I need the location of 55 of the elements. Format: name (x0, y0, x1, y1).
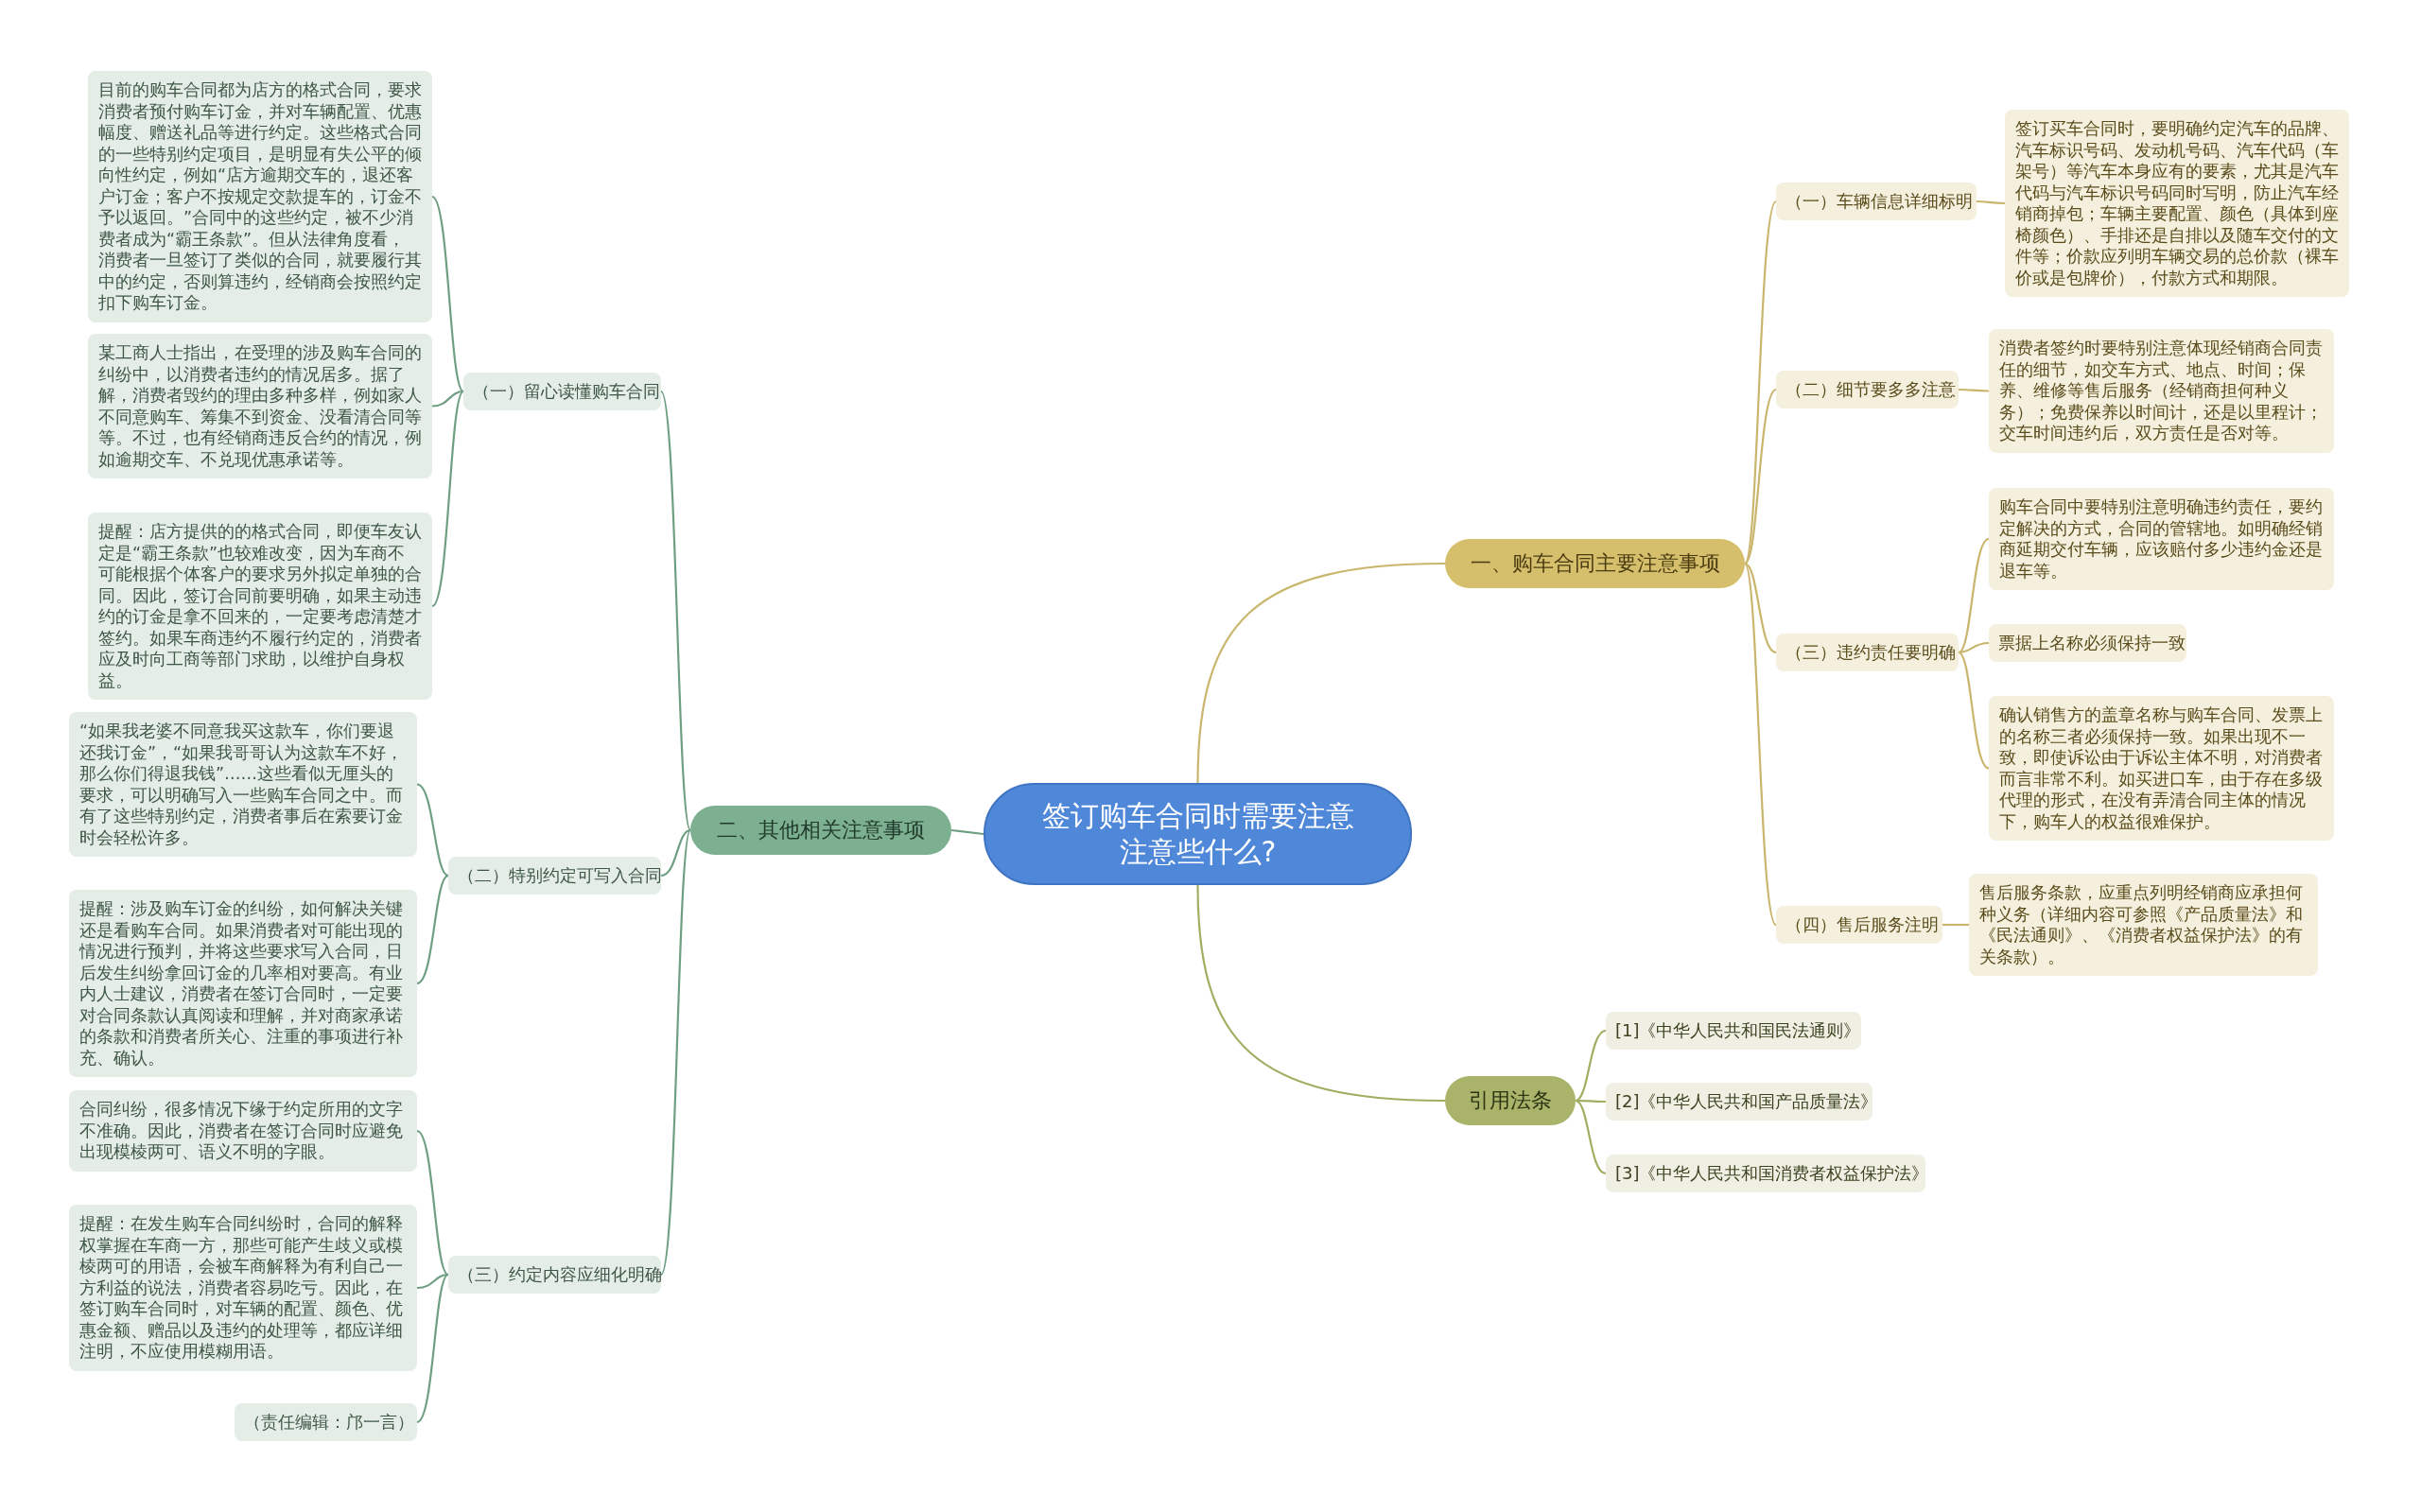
branch-topic: 一、购车合同主要注意事项 (1445, 539, 1745, 588)
subtopic-box: [1]《中华人民共和国民法通则》 (1606, 1012, 1861, 1050)
note-box: 提醒：涉及购车订金的纠纷，如何解决关键还是看购车合同。如果消费者对可能出现的情况进行预判，并将这些要求写入合同，日后发生纠纷拿回订金的几率相对要高。有业内人士建议，消费者在签订合同时，一定要对合同条款认真阅读和理解，并对商家承诺的条款和消费者所关心、注重的事项进行补充、确认。 (69, 890, 417, 1077)
connector-line (431, 196, 464, 392)
note-box: 合同纠纷，很多情况下缘于约定所用的文字不准确。因此，消费者在签订合同时应避免出现模棱两可、语义不明的字眼。 (69, 1090, 417, 1172)
subtopic-box: （三）违约责任要明确 (1776, 634, 1959, 671)
connector-line (1196, 884, 1446, 1103)
connector-line (660, 829, 692, 1276)
connector-line (1744, 563, 1777, 926)
subtopic-box: （一）车辆信息详细标明 (1776, 182, 1977, 220)
connector-line (416, 1130, 449, 1276)
note-box: 签订买车合同时，要明确约定汽车的品牌、汽车标识号码、发动机号码、汽车代码（车架号）等汽车本身应有的要素，尤其是汽车代码与汽车标识号码同时写明，防止汽车经销商掉包；车辆主要配置、颜色（具体到座椅颜色）、手排还是自排以及随车交付的文件等；价款应列明车辆交易的总价款（裸车价或是包牌价），付款方式和期限。 (2005, 110, 2349, 297)
connector-line (1959, 388, 1989, 392)
connector-line (1958, 652, 1990, 770)
note-box: 某工商人士指出，在受理的涉及购车合同的纠纷中，以消费者违约的情况居多。据了解，消费者毁约的理由多种多样，例如家人不同意购车、筹集不到资金、没看清合同等等。不过，也有经销商违反合约的情况，例如逾期交车、不兑现优惠承诺等。 (88, 334, 432, 478)
subtopic-box: [3]《中华人民共和国消费者权益保护法》 (1606, 1155, 1925, 1192)
subtopic-box: （四）售后服务注明 (1776, 906, 1942, 944)
connector-line (1744, 563, 1777, 653)
connector-line (1744, 200, 1777, 565)
branch-topic: 引用法条 (1445, 1076, 1576, 1125)
connector-line (660, 391, 692, 831)
note-box: 提醒：店方提供的的格式合同，即便车友认定是“霸王条款”也较难改变，因为车商不可能根据个体客户的要求另外拟定单独的合同。因此，签订合同前要明确，如果主动违约的订金是拿不回来的，一定要考虑清楚才签约。如果车商违约不履行约定的，消费者应及时向工商等部门求助，以维护自身权益。 (88, 513, 432, 700)
connector-line (1576, 1099, 1606, 1104)
connector-line (1958, 641, 1990, 654)
subtopic-box: （一）留心读懂购车合同 (463, 373, 661, 410)
connector-line (431, 391, 464, 607)
note-box: 消费者签约时要特别注意体现经销商合同责任的细节，如交车方式、地点、时间；保养、维修等售后服务（经销商担何种义务）；免费保养以时间计，还是以里程计；交车时间违约后，双方责任是否对等。 (1989, 329, 2334, 453)
branch-topic: 二、其他相关注意事项 (690, 806, 951, 855)
note-box: 确认销售方的盖章名称与购车合同、发票上的名称三者必须保持一致。如果出现不一致，即使诉讼由于诉讼主体不明，对消费者而言非常不利。如买进口车，由于存在多级代理的形式，在没有弄清合同主体的情况下，购车人的权益很难保护。 (1989, 696, 2334, 841)
connector-line (1958, 538, 1990, 653)
connector-line (950, 828, 984, 836)
connector-line (416, 875, 449, 984)
subtopic-box: （二）特别约定可写入合同 (448, 857, 661, 895)
connector-line (1977, 200, 2005, 205)
connector-line (416, 1273, 449, 1290)
connector-line (1744, 389, 1777, 565)
note-box: 售后服务条款，应重点列明经销商应承担何种义务（详细内容可参照《产品质量法》和《民法通则》、《消费者权益保护法》的有关条款）。 (1969, 874, 2318, 976)
note-box: 目前的购车合同都为店方的格式合同，要求消费者预付购车订金，并对车辆配置、优惠幅度、赠送礼品等进行约定。这些格式合同的一些特别约定项目，是明显有失公平的倾向性约定，例如“店方逾期交车的，退还客户订金；客户不按规定交款提车的，订金不予以返回。”合同中的这些约定，被不少消费者成为“霸王条款”。但从法律角度看，消费者一旦签订了类似的合同，就要履行其中的约定，否则算违约，经销商会按照约定扣下购车订金。 (88, 71, 432, 322)
note-box: 购车合同中要特别注意明确违约责任，要约定解决的方式，合同的管辖地。如明确经销商延期交付车辆，应该赔付多少违约金还是退车等。 (1989, 488, 2334, 590)
subtopic-box: 票据上名称必须保持一致 (1989, 624, 2186, 662)
subtopic-box: [2]《中华人民共和国产品质量法》 (1606, 1083, 1872, 1121)
connector-line (1196, 562, 1446, 784)
connector-line (660, 828, 691, 878)
central-topic: 签订购车合同时需要注意注意些什么? (984, 783, 1412, 885)
connector-line (1942, 923, 1969, 927)
subtopic-box: （二）细节要多多注意 (1776, 371, 1959, 408)
connector-line (1575, 1100, 1607, 1175)
connector-line (431, 390, 464, 408)
note-box: 提醒：在发生购车合同纠纷时，合同的解释权掌握在车商一方，那些可能产生歧义或模棱两可的用语，会被车商解释为有利自己一方利益的说法，消费者容易吃亏。因此，在签订购车合同时，对车辆的配置、颜色、优惠金额、赠品以及违约的处理等，都应详细注明，不应使用模糊用语。 (69, 1205, 417, 1371)
subtopic-box: （责任编辑：邝一言） (235, 1403, 417, 1441)
connector-line (1575, 1029, 1607, 1102)
subtopic-box: （三）约定内容应细化明确 (448, 1256, 661, 1294)
note-box: “如果我老婆不同意我买这款车，你们要退还我订金”，“如果我哥哥认为这款车不好，那么你们得退我钱”……这些看似无厘头的要求，可以明确写入一些购车合同之中。而有了这些特别约定，消费者事后在索要订金时会轻松许多。 (69, 712, 417, 857)
connector-line (416, 783, 449, 877)
connector-line (416, 1274, 449, 1423)
